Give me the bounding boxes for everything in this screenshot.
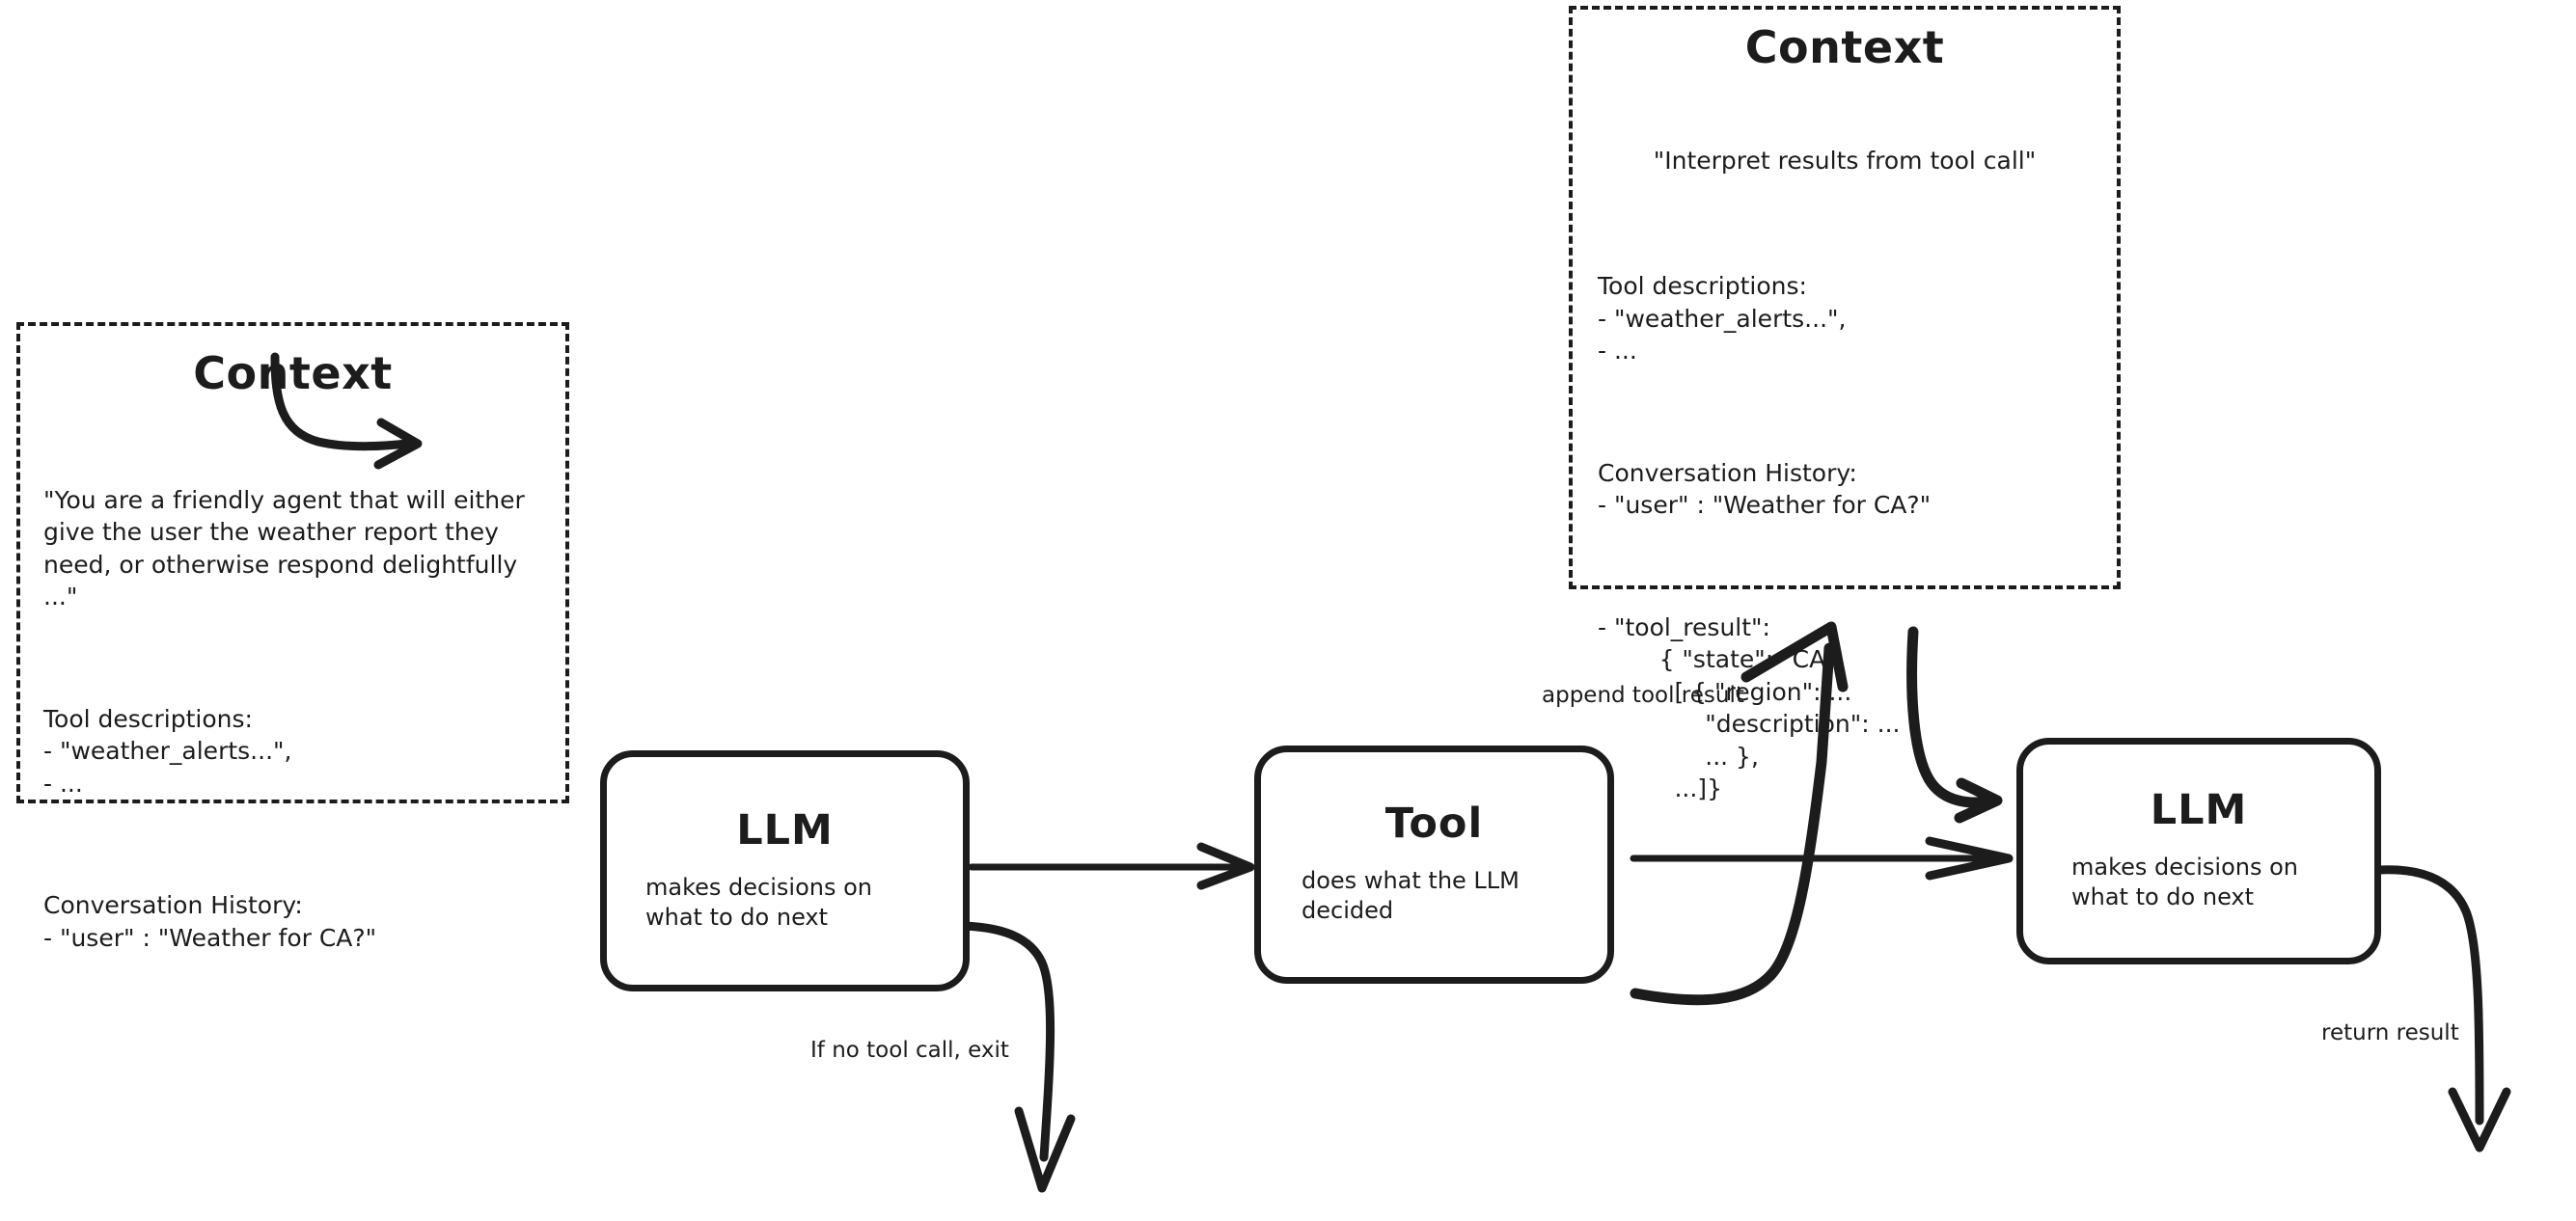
edge-llm-2-return bbox=[2374, 865, 2511, 1153]
node-llm-first-title: LLM bbox=[736, 805, 834, 855]
edge-llm-1-to-tool bbox=[968, 842, 1255, 890]
node-llm-first[interactable]: LLM makes decisions on what to do next bbox=[600, 750, 970, 991]
edge-label-if-no-tool-call-exit: If no tool call, exit bbox=[810, 1038, 1009, 1063]
context-right-tool-descriptions: Tool descriptions: - "weather_alerts...",… bbox=[1598, 270, 2092, 367]
context-right-system-prompt: "Interpret results from tool call" bbox=[1653, 146, 2037, 175]
context-left-system-prompt: "You are a friendly agent that will eith… bbox=[43, 485, 533, 611]
context-box-after-tool: Context "Interpret results from tool cal… bbox=[1569, 6, 2121, 802]
context-left-conversation-heading: Conversation History: bbox=[43, 891, 303, 920]
context-left-tool-descriptions-items: - "weather_alerts...", - ... bbox=[43, 737, 292, 798]
node-tool-title: Tool bbox=[1384, 800, 1484, 849]
context-right-body: "Interpret results from tool call" Tool … bbox=[1573, 80, 2117, 870]
context-left-title: Context bbox=[193, 347, 393, 399]
edge-label-append-tool-result: append tool result bbox=[1542, 683, 1744, 708]
context-box-initial: Context "You are a friendly agent that w… bbox=[16, 322, 569, 952]
context-left-conversation: Conversation History: - "user" : "Weather… bbox=[43, 889, 542, 954]
context-right-conversation-items: - "user" : "Weather for CA?" bbox=[1598, 491, 1932, 520]
node-llm-second-subtitle: makes decisions on what to do next bbox=[2071, 854, 2298, 910]
context-right-title: Context bbox=[1744, 21, 1945, 73]
node-llm-second[interactable]: LLM makes decisions on what to do next bbox=[2016, 738, 2381, 964]
node-tool[interactable]: Tool does what the LLM decided bbox=[1254, 746, 1614, 984]
context-right-tool-descriptions-items: - "weather_alerts...", - ... bbox=[1598, 304, 1847, 366]
node-llm-first-subtitle: makes decisions on what to do next bbox=[645, 873, 872, 931]
context-right-conversation: Conversation History: - "user" : "Weather… bbox=[1598, 457, 2092, 522]
context-right-tool-descriptions-heading: Tool descriptions: bbox=[1598, 272, 1807, 301]
context-right-tool-result: - "tool_result": { "state": "CA", [ { "r… bbox=[1598, 612, 1901, 803]
context-right-conversation-heading: Conversation History: bbox=[1598, 458, 1857, 487]
context-left-tool-descriptions: Tool descriptions: - "weather_alerts...",… bbox=[43, 703, 542, 800]
node-tool-subtitle: does what the LLM decided bbox=[1302, 867, 1520, 924]
edge-label-return-result: return result bbox=[2321, 1020, 2459, 1045]
context-left-tool-descriptions-heading: Tool descriptions: bbox=[43, 704, 253, 733]
node-llm-second-title: LLM bbox=[2150, 786, 2248, 835]
context-left-body: "You are a friendly agent that will eith… bbox=[20, 420, 565, 1019]
context-left-conversation-items: - "user" : "Weather for CA?" bbox=[43, 923, 377, 952]
